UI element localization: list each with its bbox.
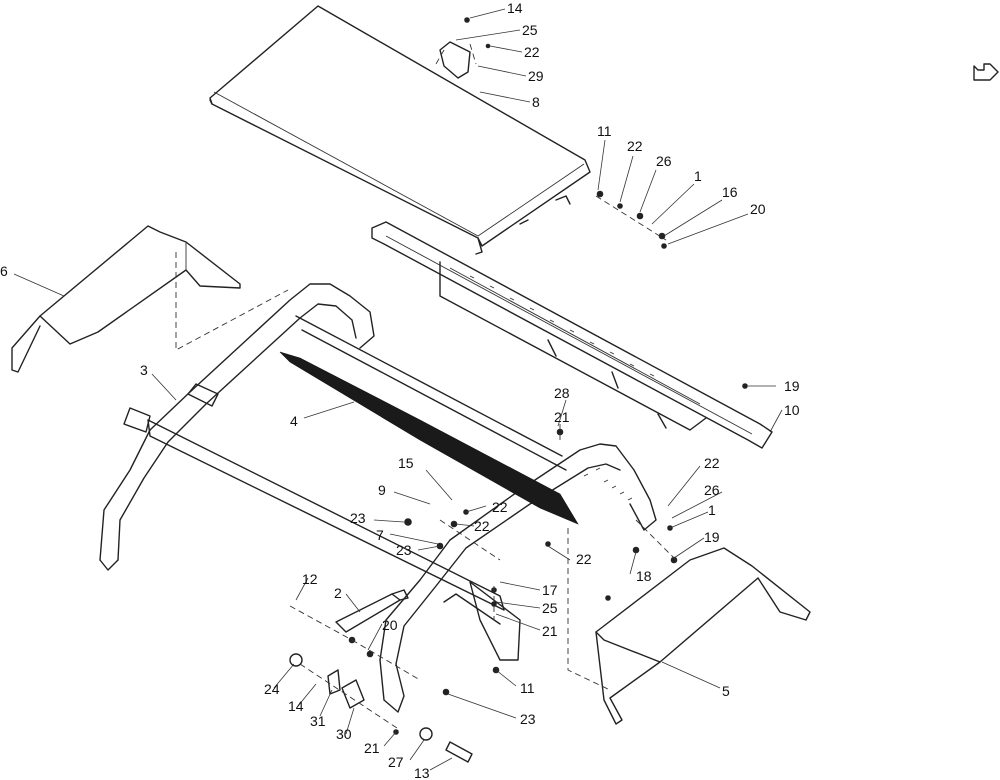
callout-19: 19 (784, 378, 800, 394)
callout-24: 24 (264, 681, 280, 697)
callout-25: 25 (522, 22, 538, 38)
fastener-axes (289, 43, 677, 731)
callout-13: 13 (414, 765, 430, 780)
right-side-panel (567, 528, 811, 725)
callout-28: 28 (554, 385, 570, 401)
callout-14: 14 (507, 0, 523, 16)
callout-22: 15 (398, 455, 414, 471)
callout-15: 22 (492, 499, 508, 515)
callout-26: 26 (656, 153, 672, 169)
callout-7: 7 (376, 527, 384, 543)
callout-22: 22 (576, 551, 592, 567)
callout-20: 20 (382, 617, 398, 633)
callout-22: 22 (627, 138, 643, 154)
callout-21: 21 (542, 623, 558, 639)
page-turn-icon[interactable] (973, 63, 999, 81)
callout-4: 4 (290, 413, 298, 429)
callout-6: 6 (0, 263, 8, 279)
callout-12: 12 (302, 571, 318, 587)
callout-25: 25 (542, 600, 558, 616)
callout-1: 1 (708, 502, 716, 518)
callout-26: 26 (704, 482, 720, 498)
callout-19: 19 (704, 529, 720, 545)
callout-3: 3 (140, 362, 148, 378)
callout-17: 17 (542, 582, 558, 598)
callout-21: 21 (364, 740, 380, 756)
callout-22: 22 (524, 44, 540, 60)
callout-11: 11 (597, 123, 612, 139)
callout-20: 20 (750, 201, 766, 217)
callout-5: 5 (722, 683, 730, 699)
seal-strip (279, 351, 579, 525)
callout-27: 27 (388, 754, 404, 770)
callout-21: 21 (554, 409, 570, 425)
gas-strut (335, 589, 409, 633)
callout-29: 29 (528, 68, 544, 84)
callout-23: 23 (350, 510, 366, 526)
callout-16: 16 (722, 184, 738, 200)
callout-11: 11 (520, 680, 535, 696)
callout-8: 8 (532, 94, 540, 110)
callout-31: 31 (310, 713, 326, 729)
callout-22: 22 (474, 518, 490, 534)
lower-hinge-parts (289, 653, 473, 763)
callout-23: 23 (396, 542, 412, 558)
callout-23: 23 (520, 711, 536, 727)
callout-1: 1 (694, 168, 702, 184)
callout-9: 9 (378, 482, 386, 498)
callout-2: 2 (334, 585, 342, 601)
callout-18: 18 (636, 568, 652, 584)
top-cover-panel (209, 5, 591, 255)
callout-30: 30 (336, 726, 352, 742)
callout-22: 22 (704, 455, 720, 471)
rear-rail (371, 221, 773, 449)
main-frame (99, 283, 657, 713)
callout-leaders (13, 8, 783, 771)
left-side-panel (11, 225, 289, 373)
callout-14: 14 (288, 698, 304, 714)
callout-10: 10 (784, 402, 800, 418)
callout-labels: 14 25 22 29 8 11 22 26 1 16 20 6 3 4 28 … (0, 0, 800, 780)
